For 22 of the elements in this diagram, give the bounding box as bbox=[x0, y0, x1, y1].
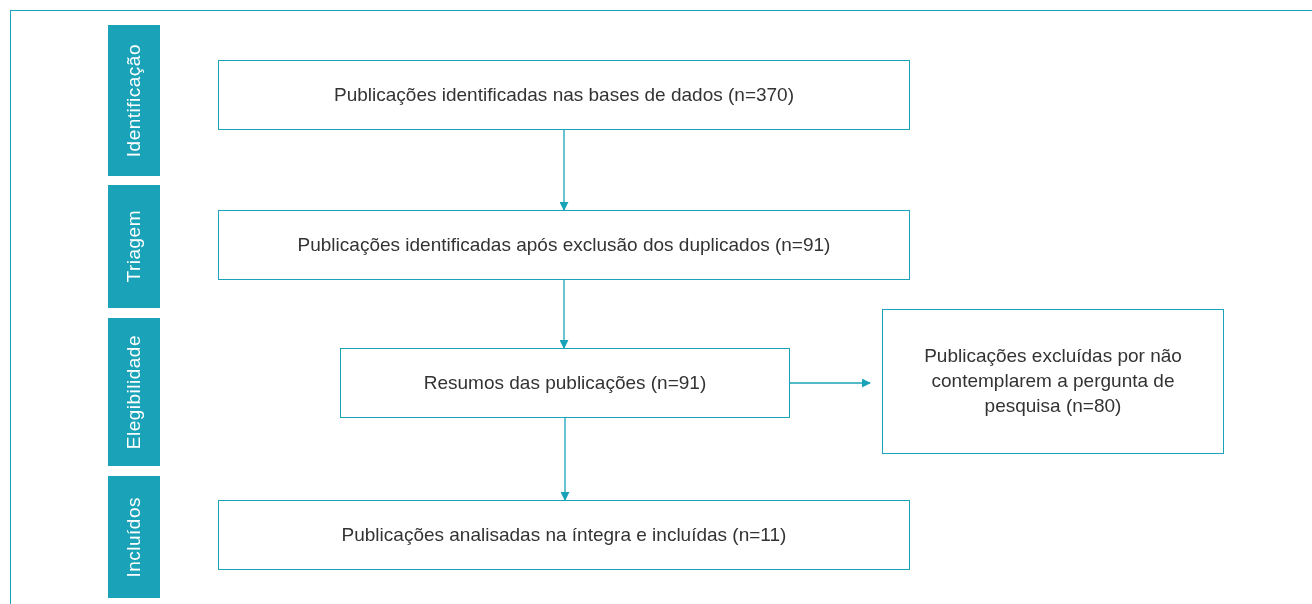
arrow bbox=[559, 279, 569, 349]
box-text: Resumos das publicações (n=91) bbox=[423, 370, 707, 395]
arrow bbox=[559, 129, 569, 211]
box-text: Publicações excluídas por não contemplarem a pergunta de pesquisa (n=80) bbox=[923, 344, 1183, 418]
process-box bbox=[218, 60, 910, 130]
box-text: Publicações analisadas na íntegra e incluídas (n=11) bbox=[341, 522, 787, 547]
stage-label: Incluídos bbox=[123, 496, 145, 578]
process-box bbox=[882, 309, 1224, 454]
stage-label: Elegibilidade bbox=[123, 334, 145, 450]
box-text: Publicações identificadas nas bases de dados (n=370) bbox=[334, 82, 794, 107]
stage-band bbox=[108, 318, 160, 466]
arrow bbox=[560, 417, 570, 501]
process-box bbox=[218, 500, 910, 570]
process-box bbox=[340, 348, 790, 418]
stage-band bbox=[108, 476, 160, 598]
stage-band bbox=[108, 25, 160, 176]
box-text: Publicações identificadas após exclusão dos duplicados (n=91) bbox=[297, 232, 831, 257]
stage-band bbox=[108, 185, 160, 308]
arrow bbox=[789, 378, 871, 388]
stage-label: Identificação bbox=[123, 43, 145, 158]
stage-label: Triagem bbox=[123, 210, 145, 283]
process-box bbox=[218, 210, 910, 280]
